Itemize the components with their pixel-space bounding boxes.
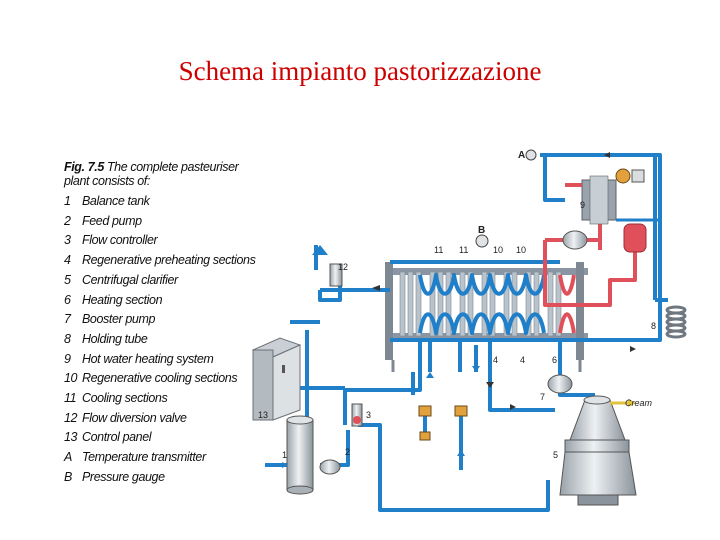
label-5: 5: [553, 450, 558, 460]
arrow-up-icon: [312, 245, 328, 255]
arrow-up-icon: [426, 372, 434, 378]
legend-item-label: Centrifugal clarifier: [82, 272, 178, 287]
booster-pump: [547, 374, 573, 394]
legend-item-label: Flow diversion valve: [82, 410, 187, 425]
flow-arrow-icon: [630, 346, 636, 352]
legend-item-key: 1: [64, 194, 71, 208]
legend-item-key: 11: [64, 391, 77, 406]
legend-item: B Pressure gauge: [64, 468, 254, 488]
legend-item: 2 Feed pump: [64, 212, 254, 232]
flow-diversion-valve: [312, 245, 343, 287]
legend-item-key: 4: [64, 253, 71, 268]
flow-arrow-icon: [604, 152, 610, 158]
legend-item-key: 5: [64, 272, 71, 287]
feed-pump: [319, 459, 341, 475]
legend-item: 12 Flow diversion valve: [64, 409, 254, 429]
legend-item-label: Control panel: [82, 430, 152, 445]
hot-water-heating-system: [570, 168, 660, 253]
legend-item: 5 Centrifugal clarifier: [64, 271, 254, 291]
legend-item: 11 Cooling sections: [64, 389, 254, 409]
legend-item-key: A: [64, 450, 72, 465]
balance-tank: [286, 415, 314, 495]
centrifugal-clarifier: [559, 395, 637, 506]
label-9: 9: [580, 200, 585, 210]
legend: Fig. 7.5 The complete pasteuriser plant …: [64, 160, 256, 488]
label-12: 12: [338, 262, 348, 272]
arrow-right-icon: [282, 462, 288, 468]
line-valves: [418, 405, 468, 441]
label-4b: 4: [520, 355, 525, 365]
legend-item-key: 9: [64, 351, 71, 366]
legend-item-label: Pressure gauge: [82, 469, 165, 484]
label-A: A: [518, 150, 525, 161]
label-11b: 11: [459, 245, 468, 255]
arrow-down-icon: [472, 366, 480, 372]
label-8: 8: [651, 321, 656, 331]
legend-item-label: Hot water heating system: [82, 351, 214, 366]
legend-item-label: Holding tube: [82, 331, 148, 346]
legend-item: 7 Booster pump: [64, 310, 254, 330]
label-1: 1: [282, 450, 287, 460]
label-3: 3: [366, 410, 371, 420]
legend-item: 3 Flow controller: [64, 231, 254, 251]
legend-item-label: Feed pump: [82, 213, 142, 228]
legend-list: 1 Balance tank 2 Feed pump 3 Flow controller 4…: [64, 192, 256, 488]
legend-item-label: Balance tank: [82, 194, 150, 208]
expansion-tank-icon: [623, 223, 647, 253]
legend-item-key: 10: [64, 371, 78, 386]
legend-item-label: Flow controller: [82, 233, 158, 248]
legend-item: 8 Holding tube: [64, 330, 254, 350]
label-cream: Cream: [625, 398, 653, 408]
label-10b: 10: [516, 245, 526, 255]
steam-valve-icon: [615, 168, 631, 184]
arrow-up-icon: [457, 450, 465, 456]
temperature-transmitter-icon: [525, 149, 537, 161]
legend-item: 1 Balance tank: [64, 192, 254, 212]
legend-item-key: 13: [64, 430, 78, 445]
legend-item-key: 7: [64, 312, 71, 327]
legend-item: 13 Control panel: [64, 428, 254, 448]
flow-arrow-icon: [372, 285, 380, 291]
flow-arrow-icon: [486, 382, 494, 388]
legend-item-key: 8: [64, 331, 71, 346]
label-11a: 11: [434, 245, 443, 255]
legend-item-key: 3: [64, 233, 71, 248]
legend-item-key: 6: [64, 292, 71, 307]
legend-item-key: 12: [64, 410, 78, 425]
flow-controller: [351, 403, 363, 427]
label-4a: 4: [493, 355, 498, 365]
legend-item-label: Heating section: [82, 292, 163, 307]
legend-item-label: Cooling sections: [82, 391, 168, 406]
legend-item: 10 Regenerative cooling sections: [64, 369, 254, 389]
legend-item: 9 Hot water heating system: [64, 350, 254, 370]
pressure-gauge-icon: [475, 234, 489, 248]
label-B: B: [478, 225, 485, 236]
slide-title: Schema impianto pastorizzazione: [178, 56, 542, 86]
legend-item: 4 Regenerative preheating sections: [64, 251, 256, 271]
label-6: 6: [552, 355, 557, 365]
label-13: 13: [258, 410, 268, 420]
legend-item-label: Temperature transmitter: [82, 450, 206, 465]
flow-arrow-icon: [510, 404, 516, 410]
label-10a: 10: [493, 245, 503, 255]
legend-item-key: B: [64, 469, 72, 484]
label-2: 2: [345, 447, 350, 457]
figure-ref: Fig. 7.5: [64, 160, 104, 174]
legend-caption: Fig. 7.5 The complete pasteuriser plant …: [64, 160, 254, 188]
legend-item-key: 2: [64, 213, 71, 228]
legend-item-label: Booster pump: [82, 312, 156, 327]
caption-text: The complete pasteuriser plant consists …: [64, 160, 239, 188]
hot-water-pump: [562, 230, 588, 250]
legend-item: 6 Heating section: [64, 291, 254, 311]
label-7: 7: [540, 392, 545, 402]
control-panel: [251, 337, 302, 421]
legend-item-label: Regenerative preheating sections: [82, 253, 256, 268]
legend-item-label: Regenerative cooling sections: [82, 371, 238, 386]
legend-item: A Temperature transmitter: [64, 448, 254, 468]
holding-tube-coil: [665, 305, 687, 339]
cream-outlet-arrow-icon: [628, 399, 636, 407]
